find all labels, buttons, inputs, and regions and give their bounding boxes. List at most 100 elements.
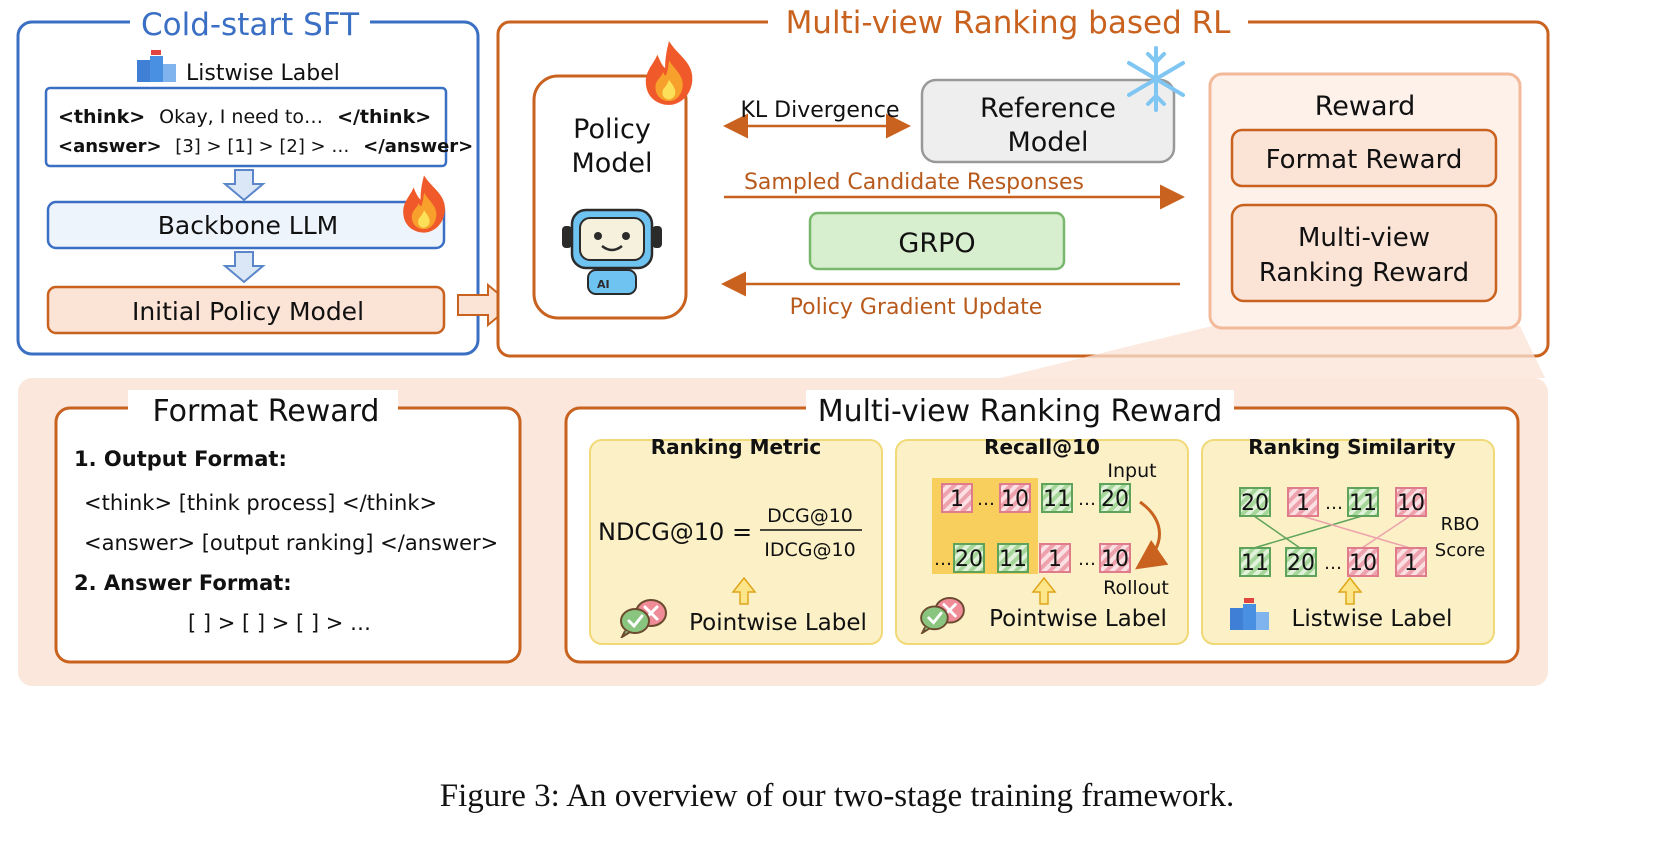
pointwise-label-2: Pointwise Label [989, 606, 1167, 632]
format-line3: [ ] > [ ] > [ ] > … [188, 611, 371, 635]
recall-card: Recall@10 Input Rollout Pointwise Label … [895, 435, 1189, 645]
rank-item-box: 11 [1239, 547, 1271, 577]
rank-item-box: 10 [1395, 487, 1427, 517]
down-arrow-1 [222, 169, 266, 202]
answer-line: <answer> [3] > [1] > [2] > … </answer> [58, 136, 473, 157]
initial-policy-label: Initial Policy Model [132, 297, 364, 326]
policy-model-line2: Model [571, 148, 652, 179]
match-line-1 [1301, 515, 1411, 549]
multiview-reward-line1: Multi-view [1298, 223, 1430, 253]
ellipsis: … [977, 489, 995, 510]
rank-item-box: 11 [997, 543, 1029, 573]
rank-item-label: 10 [1397, 491, 1425, 516]
ranking-metric-title: Ranking Metric [651, 435, 821, 459]
recall-title: Recall@10 [984, 435, 1100, 459]
reward-title: Reward [1315, 91, 1416, 122]
rollout-label: Rollout [1103, 577, 1169, 599]
rank-item-box: 1 [1395, 547, 1427, 577]
rank-item-label: 11 [999, 547, 1027, 572]
rl-panel: Multi-view Ranking based RL Policy Model… [496, 4, 1550, 378]
multiview-reward-line2: Ranking Reward [1259, 258, 1469, 288]
rank-item-box: 20 [1285, 547, 1317, 577]
cold-start-panel: Cold-start SFT Listwise Label <think> Ok… [16, 6, 480, 356]
cold-start-title: Cold-start SFT [141, 7, 360, 43]
format-reward-panel: Format Reward 1. Output Format: <think> … [54, 390, 522, 664]
rank-item-label: 11 [1043, 487, 1071, 512]
snowflake-icon [1127, 46, 1185, 112]
ellipsis: … [1324, 553, 1342, 574]
rank-item-box: 1 [941, 483, 973, 513]
rank-item-label: 10 [1349, 551, 1377, 576]
ellipsis: … [1078, 549, 1096, 570]
answer-text: [3] > [1] > [2] > … [175, 136, 349, 157]
think-text: Okay, I need to… [159, 106, 323, 128]
think-open-tag: <think> [58, 106, 145, 128]
figure-caption: Figure 3: An overview of our two-stage t… [439, 778, 1235, 814]
rank-item-label: 11 [1349, 491, 1377, 516]
dcg-label: DCG@10 [767, 505, 853, 527]
rank-item-box: 10 [1099, 543, 1131, 573]
multiview-reward-box [1230, 203, 1498, 303]
ellipsis: … [1078, 489, 1096, 510]
reward-expansion-wedge [1000, 326, 1545, 378]
rank-item-label: 1 [1048, 547, 1062, 572]
rank-item-box: 1 [1287, 487, 1319, 517]
pointwise-label-1: Pointwise Label [689, 610, 867, 636]
answer-open-tag: <answer> [58, 136, 162, 157]
rank-item-label: 11 [1241, 551, 1269, 576]
rl-title: Multi-view Ranking based RL [786, 5, 1232, 41]
score-label: Score [1435, 540, 1485, 561]
think-close-tag: </think> [337, 106, 431, 128]
rank-item-box: 20 [953, 543, 985, 573]
rank-item-label: 20 [1287, 551, 1315, 576]
grpo-label: GRPO [898, 228, 975, 259]
multiview-panel: Multi-view Ranking Reward Ranking Metric… [564, 390, 1520, 664]
backbone-box [46, 200, 446, 250]
rank-item-label: 20 [955, 547, 983, 572]
listwise-label-text: Listwise Label [186, 61, 340, 86]
ndcg-label: NDCG@10 = [598, 518, 752, 546]
rank-item-label: 10 [1001, 487, 1029, 512]
rank-item-box: 20 [1099, 483, 1131, 513]
think-line: <think> Okay, I need to… </think> [58, 106, 431, 128]
kl-label: KL Divergence [740, 98, 899, 123]
idcg-label: IDCG@10 [764, 539, 855, 561]
down-arrow-2 [222, 251, 266, 284]
rank-item-label: 10 [1101, 547, 1129, 572]
rank-item-box: 1 [1039, 543, 1071, 573]
rank-item-box: 10 [1347, 547, 1379, 577]
ellipsis: … [934, 549, 952, 570]
rank-item-label: 20 [1241, 491, 1269, 516]
rank-item-box: 20 [1239, 487, 1271, 517]
similarity-card: Ranking Similarity RBO Score Listwise La… [1201, 435, 1495, 645]
grpo-box [808, 211, 1066, 271]
match-line-11 [1253, 515, 1363, 549]
initial-policy-box [46, 285, 446, 335]
format-line1: <think> [think process] </think> [84, 491, 437, 515]
input-label: Input [1107, 460, 1156, 482]
up-arrow-icon [1337, 576, 1363, 605]
format-item2: 2. Answer Format: [74, 571, 292, 595]
up-arrow-icon [731, 576, 757, 605]
similarity-title: Ranking Similarity [1248, 435, 1455, 459]
backbone-label: Backbone LLM [158, 211, 338, 240]
robot-icon: AI [562, 208, 662, 295]
reference-model-box [920, 78, 1176, 164]
answer-close-tag: </answer> [363, 136, 473, 157]
format-reward-label: Format Reward [1266, 145, 1463, 175]
gradient-label: Policy Gradient Update [790, 295, 1043, 320]
multiview-panel-title: Multi-view Ranking Reward [818, 394, 1223, 429]
robot-badge: AI [597, 278, 610, 291]
match-line-20 [1253, 515, 1301, 549]
format-item1: 1. Output Format: [74, 447, 287, 471]
rank-item-label: 1 [950, 487, 964, 512]
rollout-curve-arrow [1135, 500, 1169, 570]
match-line-10 [1361, 515, 1411, 549]
rank-item-label: 1 [1296, 491, 1310, 516]
rank-item-box: 10 [999, 483, 1031, 513]
rbo-label: RBO [1441, 514, 1480, 535]
think-answer-box [44, 86, 448, 168]
rank-item-label: 20 [1101, 487, 1129, 512]
rank-item-label: 1 [1404, 551, 1418, 576]
